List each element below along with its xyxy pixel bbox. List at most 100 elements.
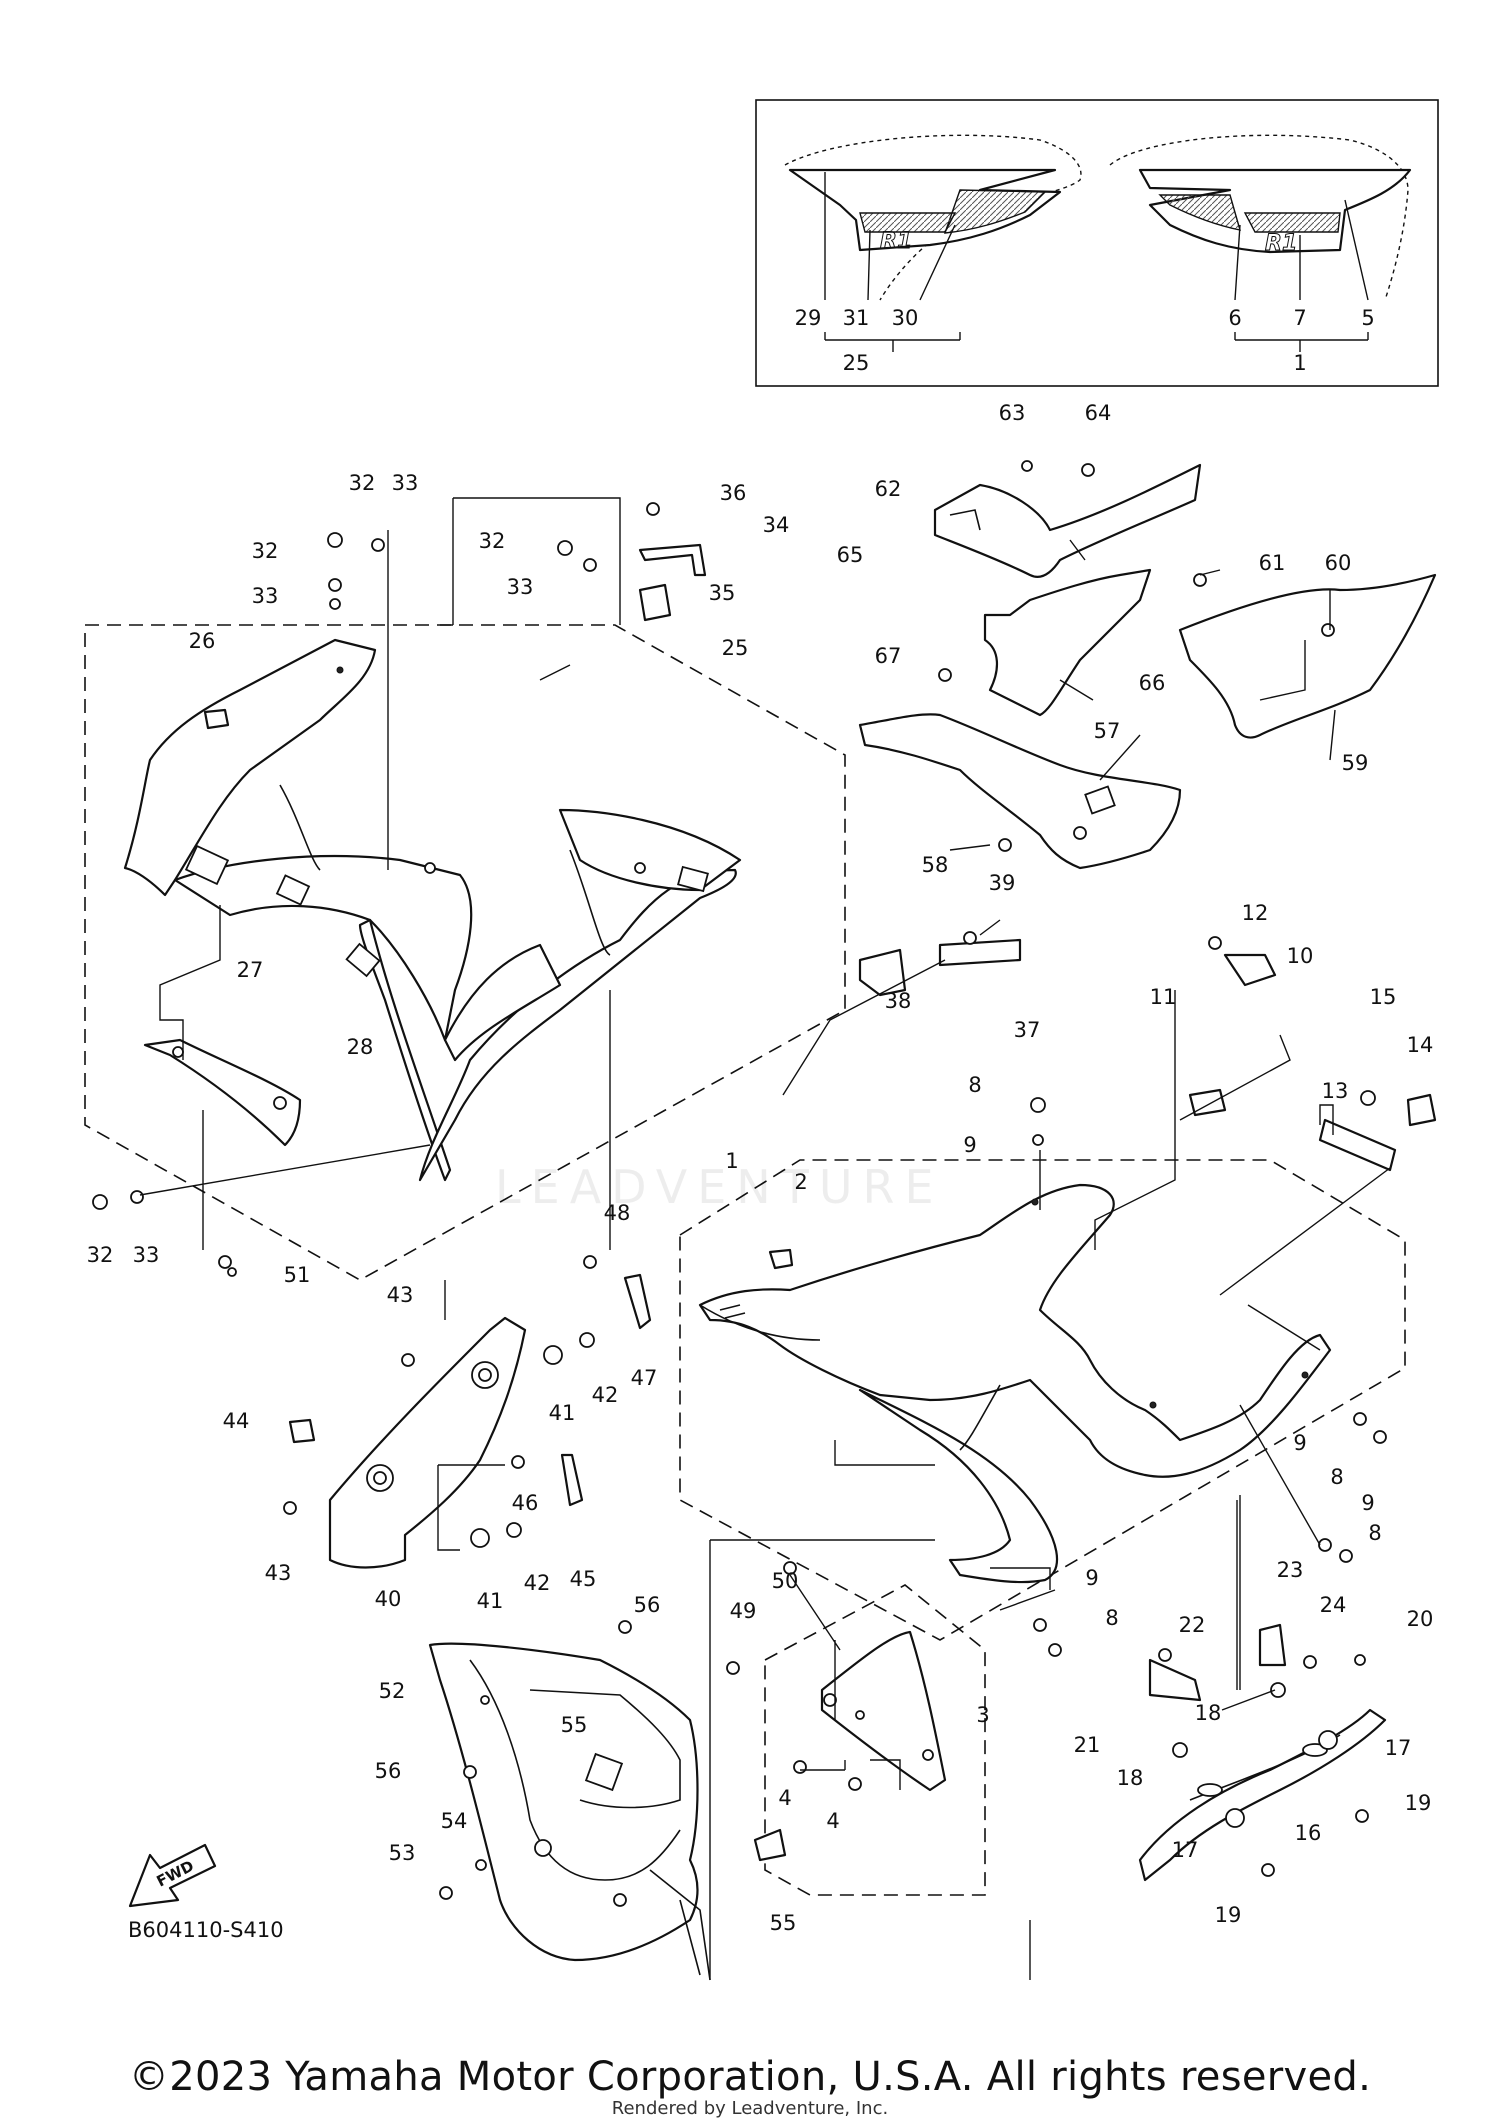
callout-c33c: 33 — [507, 575, 534, 599]
callout-c32c: 32 — [479, 529, 506, 553]
callout-c33a: 33 — [392, 471, 419, 495]
callout-c8c: 8 — [1368, 1521, 1381, 1545]
callout-c6: 6 — [1228, 306, 1241, 330]
callout-c22: 22 — [1179, 1613, 1206, 1637]
callout-c40: 40 — [375, 1587, 402, 1611]
callout-c42b: 42 — [524, 1571, 551, 1595]
callout-c60: 60 — [1325, 551, 1352, 575]
callout-c58: 58 — [922, 853, 949, 877]
callout-c25a: 25 — [843, 351, 870, 375]
watermark: LEADVENTURE — [495, 1160, 944, 1214]
callout-c41a: 41 — [549, 1401, 576, 1425]
callout-c25b: 25 — [722, 636, 749, 660]
callout-c63: 63 — [999, 401, 1026, 425]
callout-c31: 31 — [843, 306, 870, 330]
callout-c2: 2 — [794, 1170, 807, 1194]
callout-c11: 11 — [1150, 985, 1177, 1009]
callout-c43a: 43 — [387, 1283, 414, 1307]
rendered-by-notice: Rendered by Leadventure, Inc. — [611, 2098, 889, 2119]
decal-inset: R1 R1 — [755, 99, 1439, 387]
callout-c54: 54 — [441, 1809, 468, 1833]
callout-c59: 59 — [1342, 751, 1369, 775]
callout-c4a: 4 — [778, 1786, 791, 1810]
callout-c64: 64 — [1085, 401, 1112, 425]
inner-panel-27 — [143, 1038, 302, 1147]
callout-c50: 50 — [772, 1569, 799, 1593]
fwd-arrow-icon: FWD — [128, 1843, 217, 1908]
callout-c33b: 33 — [252, 584, 279, 608]
lower-cowling-52 — [428, 1642, 711, 1981]
callout-c34: 34 — [763, 513, 790, 537]
bracket-66 — [983, 568, 1152, 717]
callout-c7: 7 — [1293, 306, 1306, 330]
callout-c10: 10 — [1287, 944, 1314, 968]
svg-text:R1: R1 — [880, 229, 912, 254]
callout-c61: 61 — [1259, 551, 1286, 575]
callout-c55b: 55 — [770, 1911, 797, 1935]
callout-c45: 45 — [570, 1567, 597, 1591]
callout-c52: 52 — [379, 1679, 406, 1703]
callout-c32a: 32 — [349, 471, 376, 495]
callout-c28: 28 — [347, 1035, 374, 1059]
panel-59 — [1178, 573, 1437, 739]
callout-c20: 20 — [1407, 1607, 1434, 1631]
callout-c18a: 18 — [1195, 1701, 1222, 1725]
callout-c39: 39 — [989, 871, 1016, 895]
callout-c49: 49 — [730, 1599, 757, 1623]
callout-c21: 21 — [1074, 1733, 1101, 1757]
callout-c43b: 43 — [265, 1561, 292, 1585]
callout-c38: 38 — [885, 989, 912, 1013]
callout-c36: 36 — [720, 481, 747, 505]
callout-c13: 13 — [1322, 1079, 1349, 1103]
copyright-notice: ©2023 Yamaha Motor Corporation, U.S.A. A… — [128, 2054, 1372, 2100]
callout-c32b: 32 — [252, 539, 279, 563]
callout-c42a: 42 — [592, 1383, 619, 1407]
callout-c48: 48 — [604, 1201, 631, 1225]
callout-c46: 46 — [512, 1491, 539, 1515]
callout-c8a: 8 — [968, 1073, 981, 1097]
small-brackets — [203, 543, 1437, 1862]
callout-c27: 27 — [237, 958, 264, 982]
callout-c51: 51 — [284, 1263, 311, 1287]
callout-c66: 66 — [1139, 671, 1166, 695]
bracket-16 — [1138, 1708, 1387, 1882]
callout-c19a: 19 — [1405, 1791, 1432, 1815]
callout-c14: 14 — [1407, 1033, 1434, 1057]
callout-c9b: 9 — [1293, 1431, 1306, 1455]
fasteners — [92, 460, 1387, 1900]
callout-c17b: 17 — [1172, 1838, 1199, 1862]
callout-c44: 44 — [223, 1409, 250, 1433]
callout-c55a: 55 — [561, 1713, 588, 1737]
callout-c8d: 8 — [1105, 1606, 1118, 1630]
duct-62 — [933, 463, 1202, 578]
callout-c17a: 17 — [1385, 1736, 1412, 1760]
inner-panel-40 — [328, 1316, 527, 1569]
callout-c35: 35 — [709, 581, 736, 605]
callout-c30: 30 — [892, 306, 919, 330]
callout-c37: 37 — [1014, 1018, 1041, 1042]
callout-c12: 12 — [1242, 901, 1269, 925]
callout-c65: 65 — [837, 543, 864, 567]
callout-c8b: 8 — [1330, 1465, 1343, 1489]
callout-c23: 23 — [1277, 1558, 1304, 1582]
callout-c16: 16 — [1295, 1821, 1322, 1845]
callout-c4b: 4 — [826, 1809, 839, 1833]
callout-c32d: 32 — [87, 1243, 114, 1267]
callout-c15: 15 — [1370, 985, 1397, 1009]
callout-c1b: 1 — [725, 1149, 738, 1173]
callout-c1a: 1 — [1293, 351, 1306, 375]
callout-c24: 24 — [1320, 1593, 1347, 1617]
callout-c33d: 33 — [133, 1243, 160, 1267]
diagram-reference-code: B604110-S410 — [128, 1918, 284, 1942]
callout-c5: 5 — [1361, 306, 1374, 330]
callout-c41b: 41 — [477, 1589, 504, 1613]
callout-c9d: 9 — [1085, 1566, 1098, 1590]
callout-c56a: 56 — [634, 1593, 661, 1617]
callout-c29: 29 — [795, 306, 822, 330]
cowling-upper-right — [679, 1159, 1406, 1641]
callout-c9a: 9 — [963, 1133, 976, 1157]
callout-c19b: 19 — [1215, 1903, 1242, 1927]
callout-c47: 47 — [631, 1366, 658, 1390]
